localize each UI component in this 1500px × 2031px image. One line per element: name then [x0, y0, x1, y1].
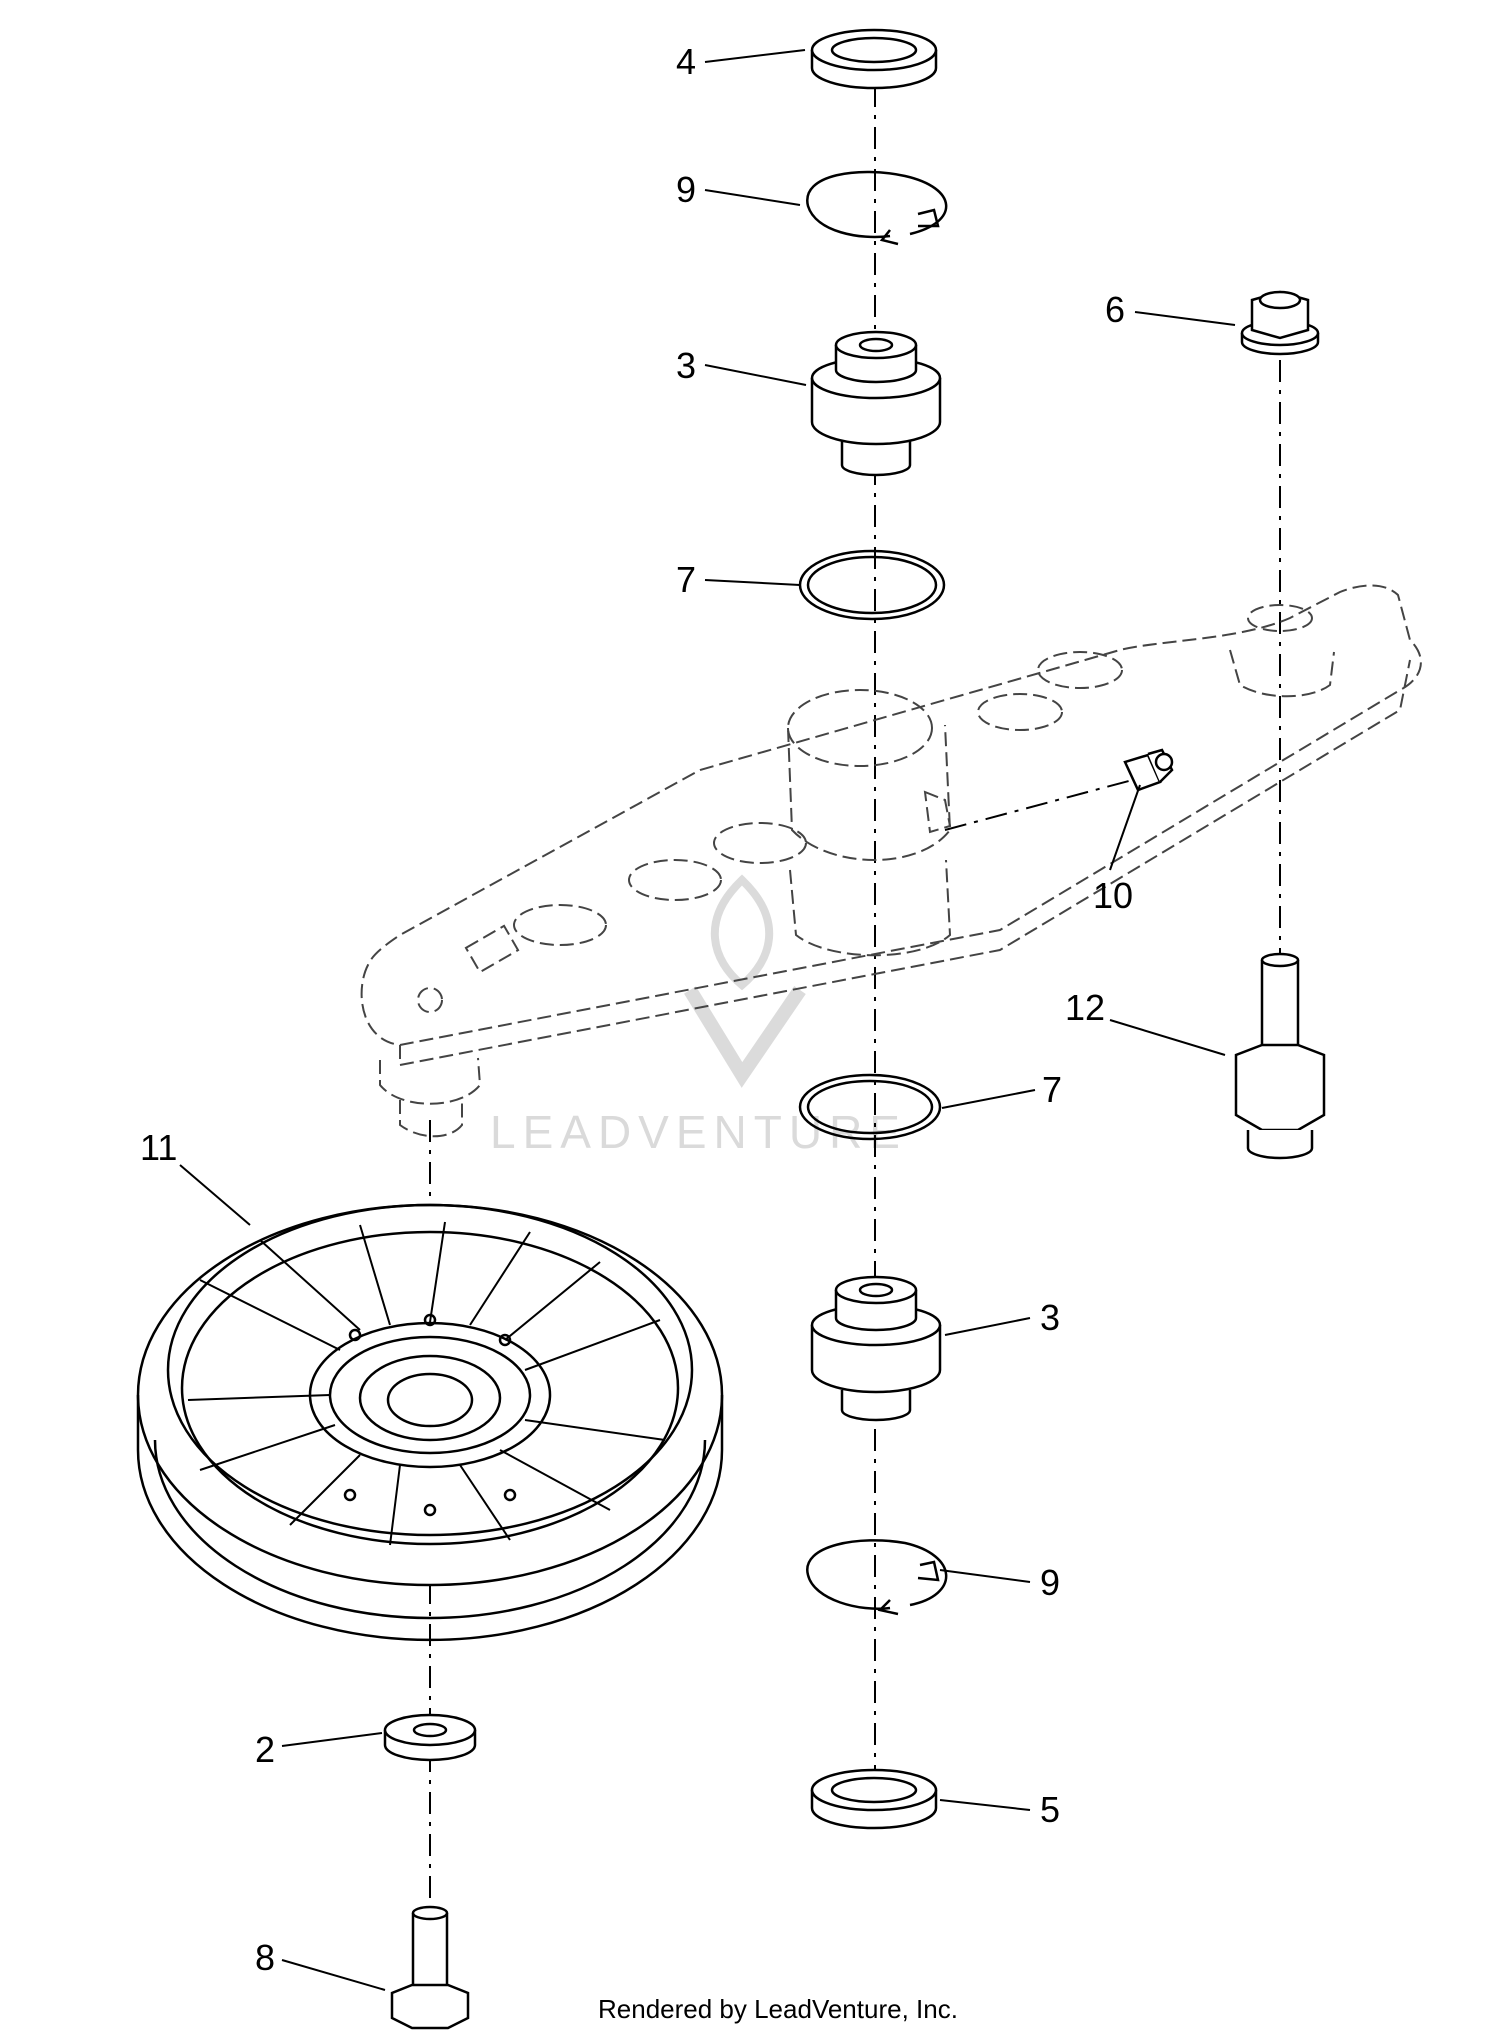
leader-5: [939, 1799, 1031, 1811]
part-3-bearing: [812, 332, 940, 475]
leader-lines: [179, 49, 1236, 1991]
watermark-flame-icon: [711, 874, 773, 991]
grease-fitting-axis: [944, 777, 1141, 831]
part-11-idler-pulley: [138, 1205, 722, 1640]
part-10-grease-fitting: [1125, 750, 1172, 790]
callout-2: 2: [255, 1729, 275, 1770]
leader-8: [281, 1959, 386, 1991]
watermark-text: LEADVENTURE: [490, 1106, 907, 1158]
callout-3-bottom: 3: [1040, 1297, 1060, 1338]
part-5-seal: [812, 1770, 936, 1828]
part-4-seal: [812, 30, 936, 88]
leadventure-watermark: LEADVENTURE: [490, 874, 907, 1158]
callout-11: 11: [140, 1127, 177, 1168]
callout-labels: 4 9 3 6 7 10 12 7 11 3 9 2 5 8: [140, 41, 1133, 1978]
callout-6: 6: [1105, 289, 1125, 330]
part-7-o-ring: [800, 1075, 940, 1139]
leader-11: [179, 1164, 251, 1226]
callout-8: 8: [255, 1937, 275, 1978]
pulley-spokes: [188, 1222, 665, 1545]
callout-7-top: 7: [676, 559, 696, 600]
callout-10: 10: [1093, 875, 1133, 916]
part-6-nut: [1242, 292, 1318, 354]
leader-7-bottom: [941, 1089, 1036, 1109]
leader-7-top: [704, 579, 801, 586]
leader-4: [704, 49, 806, 63]
part-7-o-ring: [800, 551, 944, 619]
part-3-bearing: [812, 1277, 940, 1420]
leader-9-bottom: [939, 1569, 1031, 1583]
leader-6: [1134, 311, 1236, 326]
idler-arm-phantom: [362, 585, 1421, 1136]
leader-2: [281, 1732, 383, 1747]
leader-3-bottom: [944, 1317, 1031, 1336]
part-8-bolt: [392, 1907, 468, 2028]
leader-9-top: [704, 189, 801, 206]
watermark-v-icon: [684, 986, 806, 1088]
render-credit: Rendered by LeadVenture, Inc.: [598, 1994, 958, 2024]
leader-12: [1109, 1019, 1226, 1056]
callout-5: 5: [1040, 1789, 1060, 1830]
part-2-washer: [385, 1715, 475, 1760]
part-9-snap-ring: [807, 1540, 946, 1614]
leader-3-top: [704, 364, 807, 386]
callout-4: 4: [676, 41, 696, 82]
leader-10: [1109, 784, 1141, 871]
callout-7-bottom: 7: [1042, 1069, 1062, 1110]
callout-9-top: 9: [676, 169, 696, 210]
part-12-pivot-stud: [1236, 954, 1324, 1158]
part-9-snap-ring: [807, 172, 946, 244]
callout-12: 12: [1065, 987, 1105, 1028]
callout-3-top: 3: [676, 345, 696, 386]
callout-9-bottom: 9: [1040, 1562, 1060, 1603]
